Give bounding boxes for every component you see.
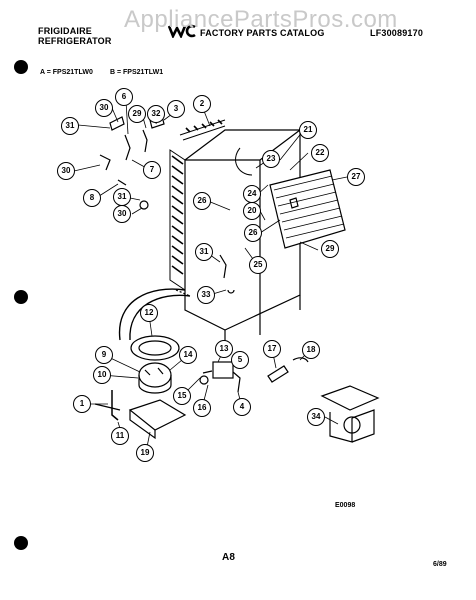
wci-logo [167, 24, 198, 40]
page-number: A8 [222, 552, 236, 563]
callout-19: 19 [136, 444, 154, 462]
binder-hole-bottom [14, 536, 28, 550]
callout-33: 33 [197, 286, 215, 304]
callout-31b: 31 [113, 188, 131, 206]
callout-13: 13 [215, 340, 233, 358]
callout-8: 8 [83, 189, 101, 207]
callout-26b: 26 [244, 224, 262, 242]
callout-7: 7 [143, 161, 161, 179]
callout-14: 14 [179, 346, 197, 364]
callout-30c: 30 [113, 205, 131, 223]
binder-hole-top [14, 60, 28, 74]
callout-21: 21 [299, 121, 317, 139]
callout-22: 22 [311, 144, 329, 162]
callout-6: 6 [115, 88, 133, 106]
callout-9: 9 [95, 346, 113, 364]
callout-29: 29 [128, 105, 146, 123]
model-legend-b: B = FPS21TLW1 [110, 69, 164, 76]
callout-30b: 30 [57, 162, 75, 180]
callout-31: 31 [61, 117, 79, 135]
brand-line-1: FRIGIDAIRE [38, 26, 93, 36]
callout-24: 24 [243, 185, 261, 203]
callout-2: 2 [193, 95, 211, 113]
callout-5: 5 [231, 351, 249, 369]
callout-29b: 29 [321, 240, 339, 258]
model-legend-a: A = FPS21TLW0 [40, 69, 93, 76]
callout-31c: 31 [195, 243, 213, 261]
callout-3: 3 [167, 100, 185, 118]
callout-34: 34 [307, 408, 325, 426]
callout-27: 27 [347, 168, 365, 186]
print-date: 6/89 [433, 561, 447, 568]
figure-code: E0098 [335, 502, 356, 509]
callout-1: 1 [73, 395, 91, 413]
binder-hole-middle [14, 290, 28, 304]
catalog-title: FACTORY PARTS CATALOG [200, 28, 325, 38]
callout-20: 20 [243, 202, 261, 220]
callout-26: 26 [193, 192, 211, 210]
callout-12: 12 [140, 304, 158, 322]
brand-line-2: REFRIGERATOR [38, 36, 112, 46]
callout-10: 10 [93, 366, 111, 384]
callout-18: 18 [302, 341, 320, 359]
catalog-code: LF30089170 [370, 28, 424, 38]
callout-4: 4 [233, 398, 251, 416]
callout-23: 23 [262, 150, 280, 168]
watermark: AppliancePartsPros.com [124, 6, 398, 33]
callout-15: 15 [173, 387, 191, 405]
callout-16: 16 [193, 399, 211, 417]
callout-11: 11 [111, 427, 129, 445]
callout-25: 25 [249, 256, 267, 274]
callout-30: 30 [95, 99, 113, 117]
callout-32: 32 [147, 105, 165, 123]
callout-17: 17 [263, 340, 281, 358]
